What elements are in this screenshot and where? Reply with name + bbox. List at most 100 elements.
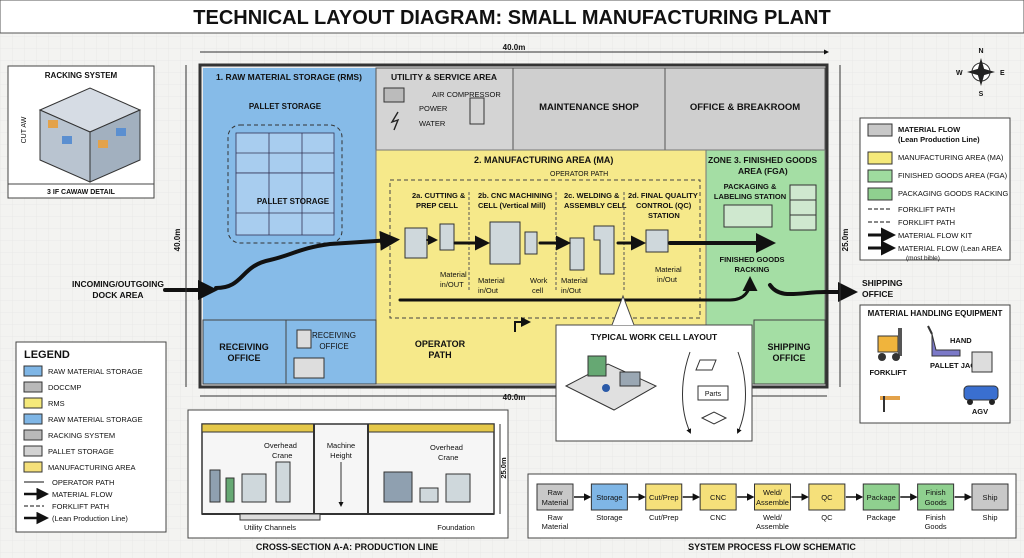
- legend-right-items: MATERIAL FLOW(Lean Production Line)MANUF…: [867, 123, 1008, 262]
- material-label-5-l1: Material: [655, 265, 682, 274]
- flow-step-label: Ship: [982, 493, 997, 502]
- rms-title: 1. RAW MATERIAL STORAGE (RMS): [216, 72, 362, 82]
- cross-section-caption: CROSS-SECTION A-A: PRODUCTION LINE: [256, 542, 438, 552]
- utility-air: AIR COMPRESSOR: [432, 90, 501, 99]
- material-label-5-l2: in/Out: [657, 275, 678, 284]
- crane-1-l2: Crane: [272, 451, 292, 460]
- receiving-office-1: [202, 319, 287, 385]
- utility-title: UTILITY & SERVICE AREA: [391, 72, 497, 82]
- flow-step-label: Cut/Prep: [649, 493, 679, 502]
- equipment-title: MATERIAL HANDLING EQUIPMENT: [868, 309, 1003, 318]
- legend-right-label-2: (Lean Production Line): [898, 135, 980, 144]
- operator-path-label-l2: PATH: [428, 350, 451, 360]
- flow-step-label: CNC: [710, 493, 727, 502]
- legend-left-swatch: [23, 461, 43, 473]
- cell-1-l2: PREP CELL: [416, 201, 458, 210]
- flow-step-caption: Package: [867, 513, 896, 522]
- flow-step-label: Raw: [547, 488, 563, 497]
- dock-label-l1: INCOMING/OUTGOING: [72, 279, 164, 289]
- flow-step-label-2: Material: [542, 498, 569, 507]
- material-flow-arrows: [163, 230, 858, 302]
- crane-1-l1: Overhead: [264, 441, 297, 450]
- operator-path-label-l1: OPERATOR: [415, 339, 466, 349]
- flow-step-caption: Raw: [547, 513, 563, 522]
- material-label-1-l2: in/OUT: [440, 280, 464, 289]
- flow-step-label: Weld/: [763, 488, 783, 497]
- receiving-office-1-label-l2: OFFICE: [228, 353, 261, 363]
- cell-2-l2: CELL (Vertical Mill): [478, 201, 546, 210]
- legend-left-swatch: [23, 445, 43, 457]
- ma-title: 2. MANUFACTURING AREA (MA): [474, 155, 613, 165]
- machine-height-l1: Machine: [327, 441, 355, 450]
- packaging-label-l1: PACKAGING &: [724, 182, 777, 191]
- packaging-label-l2: LABELING STATION: [714, 192, 786, 201]
- flow-step-label-2: Assemble: [756, 498, 789, 507]
- legend-right-label: FINISHED GOODS AREA (FGA): [898, 171, 1008, 180]
- legend-left-swatch: [23, 397, 43, 409]
- flow-step-caption: CNC: [710, 513, 727, 522]
- cell-1-l1: 2a. CUTTING &: [412, 191, 466, 200]
- shipping-office-l1: SHIPPING: [767, 342, 810, 352]
- flow-step-label-2: Goods: [925, 498, 947, 507]
- cell-4-l3: STATION: [648, 211, 680, 220]
- ma-operator-path: OPERATOR PATH: [550, 171, 608, 178]
- legend-left-label: PALLET STORAGE: [48, 447, 114, 456]
- legend-left-swatch: [23, 429, 43, 441]
- diagram-title: TECHNICAL LAYOUT DIAGRAM: SMALL MANUFACT…: [193, 7, 830, 29]
- cell-3-l2: ASSEMBLY CELL: [564, 201, 627, 210]
- material-label-2-l2: in/Out: [478, 286, 499, 295]
- crane-2-l2: Crane: [438, 453, 458, 462]
- equipment-jack-l2: PALLET JACK: [930, 361, 982, 370]
- equipment-jack-l1: HAND: [950, 336, 972, 345]
- work-cell-title: TYPICAL WORK CELL LAYOUT: [591, 332, 718, 342]
- receiving-office-2-label-l2: OFFICE: [319, 342, 348, 351]
- material-label-4-l1: Material: [561, 276, 588, 285]
- legend-right-swatch: [867, 151, 893, 165]
- work-cell-3d-icon: [564, 355, 658, 411]
- legend-left-line-label: FORKLIFT PATH: [52, 502, 109, 511]
- flow-step-box: [536, 483, 574, 511]
- equipment-agv: AGV: [972, 407, 988, 416]
- shipping-office-l2: OFFICE: [773, 353, 806, 363]
- section-height: 25.0m: [499, 457, 508, 479]
- fga-title-l1: ZONE 3. FINISHED GOODS: [708, 155, 817, 165]
- fg-racking-l2: RACKING: [735, 265, 770, 274]
- compass-n: N: [978, 48, 983, 55]
- flow-step-box: [917, 483, 955, 511]
- equipment-forklift: FORKLIFT: [869, 368, 906, 377]
- flow-step-caption: Storage: [596, 513, 622, 522]
- flow-step-box: [645, 483, 683, 511]
- receiving-office-1-label-l1: RECEIVING: [219, 342, 269, 352]
- legend-left-label: RACKING SYSTEM: [48, 431, 115, 440]
- legend-left-label: DOCCMP: [48, 383, 81, 392]
- material-label-3-l2: cell: [532, 286, 544, 295]
- material-label-3-l1: Work: [530, 276, 548, 285]
- flow-step-label: Storage: [596, 493, 622, 502]
- pallet-jack-icon: [927, 325, 961, 357]
- rms-pallet-storage-1: PALLET STORAGE: [249, 102, 322, 111]
- racking-caption: 3 IF CAWAW DETAIL: [47, 189, 116, 196]
- utility-power: POWER: [419, 104, 448, 113]
- maintenance-shop: [512, 67, 666, 151]
- shipping-out-l1: SHIPPING: [862, 278, 903, 288]
- process-flow-caption: SYSTEM PROCESS FLOW SCHEMATIC: [688, 542, 856, 552]
- dim-height-right: 25.0m: [841, 229, 850, 252]
- racking-3d-icon: [38, 87, 142, 183]
- utility-water: WATER: [419, 119, 446, 128]
- legend-right-line-label: FORKLIFT PATH: [898, 205, 955, 214]
- air-compressor-icon: [383, 87, 405, 103]
- welding-station-icon: [569, 237, 585, 271]
- fg-racking-l1: FINISHED GOODS: [719, 255, 784, 264]
- work-cell-parts: Parts: [705, 391, 722, 398]
- flow-step-caption-2: Material: [542, 522, 569, 531]
- work-cell-parts-box: [697, 385, 729, 401]
- cell-4-l2: CONTROL (QC): [636, 201, 692, 210]
- racking-side-label: CUT AW: [21, 116, 28, 143]
- utility-service-area: [375, 67, 514, 151]
- fga-title-l2: AREA (FGA): [738, 166, 788, 176]
- legend-left-line-label: OPERATOR PATH: [52, 478, 114, 487]
- flow-step-box: [971, 483, 1009, 511]
- flow-step-box: [862, 483, 900, 511]
